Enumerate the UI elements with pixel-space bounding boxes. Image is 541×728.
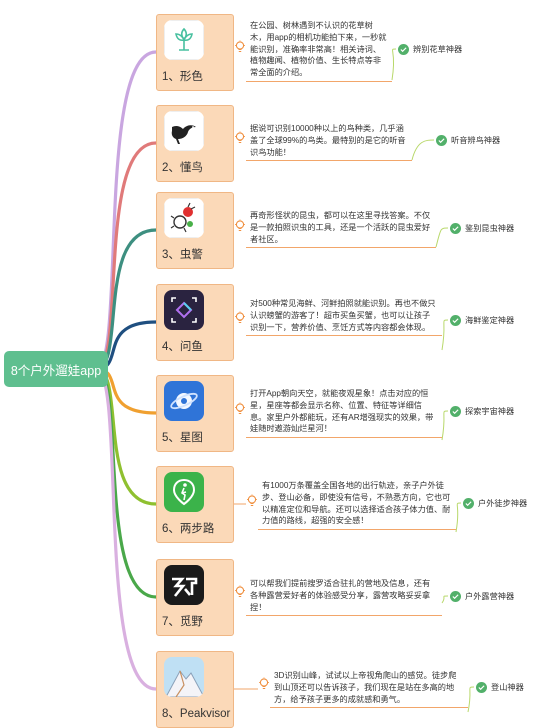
branch-line [94,141,158,371]
tag-connector [391,48,397,81]
app-label: 2、懂鸟 [162,162,203,174]
app-card-xingtu[interactable]: 5、星图 [156,375,234,452]
app-tag[interactable]: 鉴别昆虫神器 [450,222,514,234]
app-card-wenyu[interactable]: 4、问鱼 [156,284,234,361]
app-label: 4、问鱼 [162,341,203,353]
app-tag[interactable]: 户外徒步神器 [463,497,527,509]
app-tag-label: 户外露营神器 [465,592,515,601]
app-tag[interactable]: 听音辨鸟神器 [436,134,500,146]
check-icon [398,43,409,55]
tag-connector [441,410,449,441]
idea-bulb-icon [259,677,269,690]
app-tag-label: 登山神器 [491,683,524,692]
check-icon [436,134,447,146]
app-card-miye[interactable]: 7、觅野 [156,559,234,636]
app-tag[interactable]: 户外露营神器 [450,590,514,602]
tag-connector [441,319,449,351]
app-label: 7、觅野 [162,616,203,628]
check-icon [463,497,474,509]
app-tag[interactable]: 登山神器 [476,681,524,693]
app-card-liangbulu[interactable]: 6、两步路 [156,466,234,543]
app-label: 6、两步路 [162,523,215,535]
app-tag-label: 听音辨鸟神器 [451,136,501,145]
bird-icon [164,111,204,151]
app-tag-label: 辨别花草神器 [413,45,463,54]
root-node[interactable]: 8个户外遛娃app [4,351,108,387]
flower-icon [164,20,204,60]
app-card-peakvisor[interactable]: 8、Peakvisor [156,651,234,728]
tag-connector [441,595,449,604]
app-tag[interactable]: 海鲜鉴定神器 [450,314,514,326]
app-label: 3、虫警 [162,249,203,261]
app-label: 5、星图 [162,432,203,444]
idea-bulb-icon [235,219,245,232]
tag-connector [467,686,475,713]
root-label: 8个户外遛娃app [10,363,102,378]
app-description: 据说可识别10000种以上的鸟种类，几乎涵盖了全球99%的鸟类。最特别的是它的听… [246,121,412,162]
app-description: 3D识别山峰，试试以上帝视角爬山的感觉。徒步爬到山顶还可以告诉孩子，我们现在是站… [270,668,468,709]
app-description: 在公园、树林遇到不认识的花草树木，用app的相机功能拍下来，一秒就能识别，准确率… [246,18,392,82]
app-tag[interactable]: 辨别花草神器 [398,43,462,55]
app-label: 1、形色 [162,71,203,83]
tag-connector [411,139,435,161]
app-tag-label: 海鲜鉴定神器 [465,316,515,325]
app-card-dongniao[interactable]: 2、懂鸟 [156,105,234,182]
mountain-icon [164,657,204,697]
app-card-chongjing[interactable]: 3、虫警 [156,192,234,269]
idea-bulb-icon [235,402,245,415]
app-description: 有1000万条覆盖全国各地的出行轨迹，亲子户外徒步、登山必备，即使没有信号，不熟… [258,478,456,531]
camp-icon [164,565,204,605]
check-icon [450,222,461,234]
insect-icon [164,198,204,238]
mind-map: 8个户外遛娃app 1、形色 2、懂鸟 3、虫警 4、问鱼 5、星图 [4,14,527,728]
app-description: 对500种常见海鲜、河鲜拍照就能识别。再也不做只认识螃蟹的游客了！超市买鱼买蟹，… [246,296,442,337]
app-tag-label: 探索宇宙神器 [465,407,515,416]
app-tag-label: 鉴别昆虫神器 [465,224,515,233]
check-icon [450,314,461,326]
tag-connector [455,502,462,533]
idea-bulb-icon [235,585,245,598]
app-card-xingse[interactable]: 1、形色 [156,14,234,91]
idea-bulb-icon [235,131,245,144]
idea-bulb-icon [235,311,245,324]
app-tag[interactable]: 探索宇宙神器 [450,405,514,417]
fish-icon [164,290,204,330]
hiker-icon [164,472,204,512]
idea-bulb-icon [247,494,257,507]
app-description: 可以帮我们提前搜罗适合驻扎的营地及信息，还有各种露营爱好者的体验感受分享，露营攻… [246,576,442,617]
check-icon [450,405,461,417]
idea-bulb-icon [235,40,245,53]
app-label: 8、Peakvisor [162,708,231,720]
app-description: 再奇形怪状的昆虫，都可以在这里寻找答案。不仅是一款拍照识虫的工具，还是一个活跃的… [246,208,436,249]
app-description: 打开App朝向天空，就能夜观星象！点击对应的恒星，星座等都会显示名称、位置、特征… [246,386,442,439]
planet-icon [164,381,204,421]
check-icon [476,681,487,693]
tag-connector [435,227,449,248]
branch-line [94,367,158,691]
app-tag-label: 户外徒步神器 [478,499,528,508]
check-icon [450,590,461,602]
